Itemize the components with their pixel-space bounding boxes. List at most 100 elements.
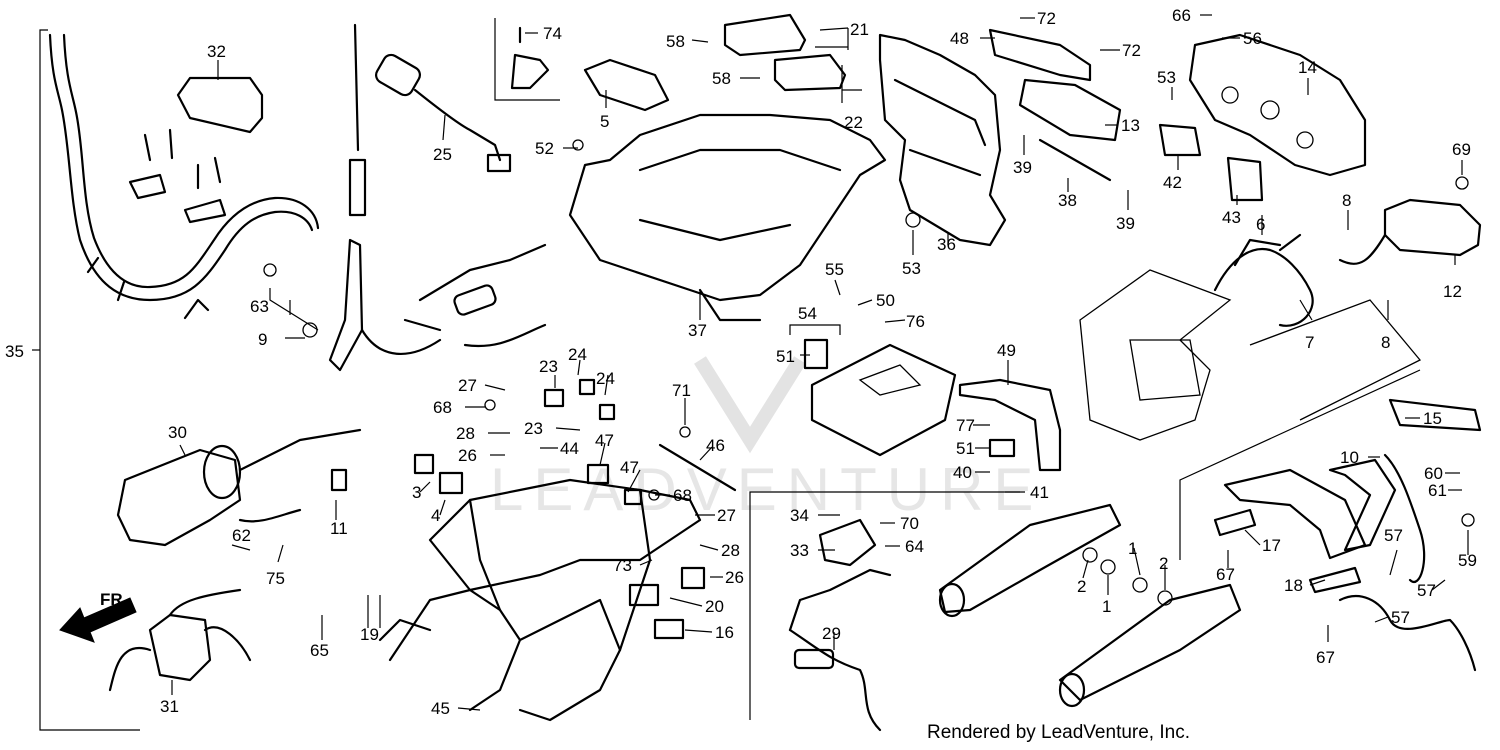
callout-49: 49 [997, 341, 1016, 360]
callout-63: 63 [250, 297, 269, 316]
callout-60: 60 [1424, 464, 1443, 483]
part-5-bracket [583, 58, 670, 112]
callout-7: 7 [1305, 333, 1314, 352]
part-18-shield [1308, 566, 1362, 594]
callout-58-upper: 58 [666, 32, 685, 51]
callout-69: 69 [1452, 140, 1471, 159]
callout-2-left: 2 [1077, 577, 1086, 596]
part-14-dash [1188, 33, 1367, 177]
callout-41: 41 [1030, 483, 1049, 502]
callout-22: 22 [844, 113, 863, 132]
callout-14: 14 [1298, 58, 1317, 77]
callout-35: 35 [5, 342, 24, 361]
render-credit: Rendered by LeadVenture, Inc. [926, 722, 1190, 743]
callout-42: 42 [1163, 173, 1182, 192]
front-direction-label: FR. [100, 590, 127, 609]
callout-15: 15 [1423, 409, 1442, 428]
callout-33: 33 [790, 541, 809, 560]
part-74-bracket [510, 26, 550, 90]
callout-65: 65 [310, 641, 329, 660]
callout-67-lower: 67 [1316, 648, 1335, 667]
callout-39-right: 39 [1116, 214, 1135, 233]
callout-59: 59 [1458, 551, 1477, 570]
part-42-plate [1158, 123, 1202, 157]
callout-36: 36 [937, 235, 956, 254]
part-57-cable [1338, 595, 1477, 672]
callout-25: 25 [433, 145, 452, 164]
callout-27-lower: 27 [717, 506, 736, 525]
callout-57-upper: 57 [1384, 526, 1403, 545]
small-hardware [263, 139, 1475, 640]
callout-16: 16 [715, 623, 734, 642]
callout-37: 37 [688, 321, 707, 340]
callout-62: 62 [232, 526, 251, 545]
callout-24-right: 24 [596, 369, 615, 388]
callout-21: 21 [850, 20, 869, 39]
callout-27-upper: 27 [458, 376, 477, 395]
callout-52: 52 [535, 139, 554, 158]
callout-68-right: 68 [673, 486, 692, 505]
part-21-22-box [723, 13, 847, 92]
callout-45: 45 [431, 699, 450, 718]
callout-57-middle: 57 [1417, 581, 1436, 600]
callout-30: 30 [168, 423, 187, 442]
callout-19: 19 [360, 625, 379, 644]
callout-10: 10 [1340, 448, 1359, 467]
callout-6: 6 [1256, 215, 1265, 234]
part-35-bar [48, 33, 320, 320]
callout-28-upper: 28 [456, 424, 475, 443]
callout-23-upper: 23 [539, 357, 558, 376]
part-54-pad [810, 343, 957, 457]
callout-1-upper: 1 [1128, 539, 1137, 558]
part-29-cable [788, 568, 892, 732]
callout-54: 54 [798, 304, 817, 323]
part-49-strap [958, 378, 1062, 472]
frame-outline [1079, 269, 1422, 441]
callout-51-left: 51 [776, 347, 795, 366]
callout-72-lower: 72 [1122, 41, 1141, 60]
callout-24-left: 24 [568, 345, 587, 364]
callout-1-lower: 1 [1102, 597, 1111, 616]
callout-68-left: 68 [433, 398, 452, 417]
part-u-pipe [1223, 458, 1397, 560]
callout-74: 74 [543, 24, 562, 43]
callout-57-lower: 57 [1391, 608, 1410, 627]
part-30-starter [116, 428, 362, 547]
callout-72-upper: 72 [1037, 9, 1056, 28]
part-17-shield [1213, 508, 1257, 537]
part-7-harness [1213, 233, 1314, 327]
front-direction-arrow: FR. [59, 590, 137, 643]
callout-23-lower: 23 [524, 419, 543, 438]
callout-47-upper: 47 [595, 431, 614, 450]
callout-5: 5 [600, 112, 609, 131]
callout-46: 46 [706, 436, 725, 455]
callout-73: 73 [613, 556, 632, 575]
callout-3: 3 [412, 483, 421, 502]
callout-20: 20 [705, 597, 724, 616]
leadventure-watermark: LEADVENTURE [490, 356, 1033, 523]
part-33-bracket [818, 518, 877, 567]
callout-40: 40 [953, 463, 972, 482]
callout-29: 29 [822, 624, 841, 643]
divider-29-panel [749, 491, 1020, 720]
callout-64: 64 [905, 537, 924, 556]
callout-39-left: 39 [1013, 158, 1032, 177]
part-muffler-upper [938, 503, 1122, 618]
callout-67-upper: 67 [1216, 565, 1235, 584]
callout-53-lower: 53 [902, 259, 921, 278]
callout-4: 4 [431, 506, 440, 525]
callout-50: 50 [876, 291, 895, 310]
callout-34: 34 [790, 506, 809, 525]
part-10-cable [1383, 453, 1426, 584]
part-13-plate [1018, 78, 1122, 182]
part-25-cable [375, 53, 512, 173]
callout-43: 43 [1222, 208, 1241, 227]
callout-61: 61 [1428, 481, 1447, 500]
part-muffler-lower [1058, 583, 1242, 708]
part-9-antenna [328, 23, 547, 372]
callout-18: 18 [1284, 576, 1303, 595]
callout-26-upper: 26 [458, 446, 477, 465]
callout-26-lower: 26 [725, 568, 744, 587]
callout-51-right: 51 [956, 439, 975, 458]
